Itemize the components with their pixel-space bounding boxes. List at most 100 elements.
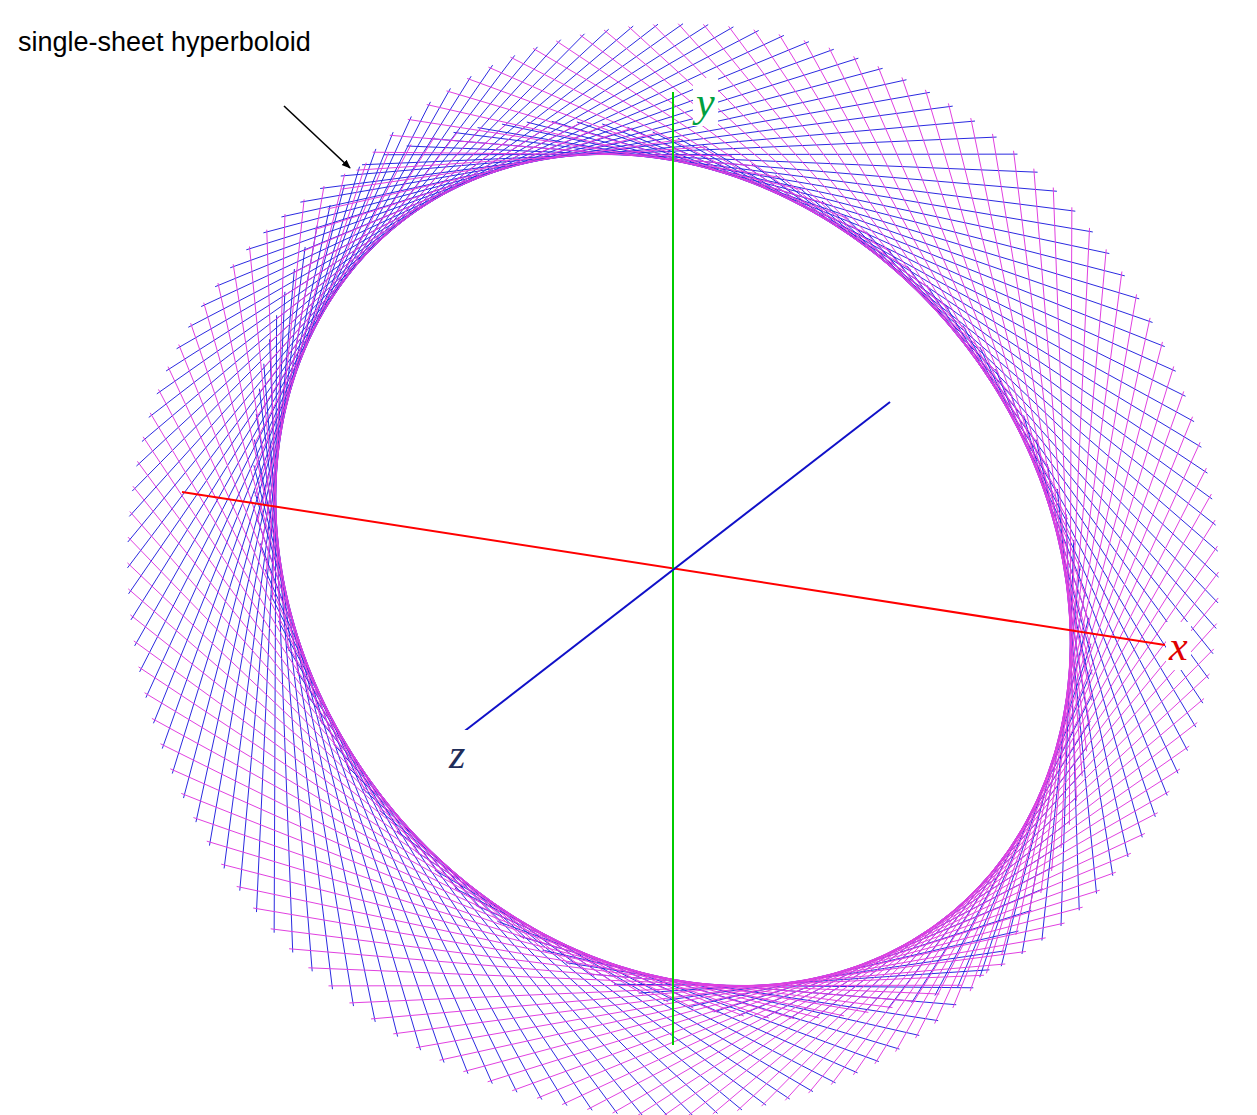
- ruling-line: [127, 55, 514, 568]
- ruling-line: [263, 127, 482, 369]
- ruling-line: [1014, 151, 1087, 752]
- ruling-line: [129, 65, 493, 594]
- ruling-line: [688, 723, 1197, 1115]
- ruling-line: [142, 26, 633, 441]
- ruling-line: [390, 135, 756, 166]
- ruling-line: [329, 985, 962, 987]
- ruling-line: [237, 886, 844, 1015]
- ruling-line: [948, 103, 1092, 674]
- ruling-line: [829, 48, 1075, 545]
- ruling-line: [678, 24, 1013, 397]
- ruling-line: [804, 40, 1068, 519]
- ruling-line: [254, 144, 411, 444]
- ruling-line: [127, 563, 524, 939]
- ruling-line: [255, 163, 366, 496]
- ruling-line: [604, 30, 966, 330]
- axis-label: y: [693, 78, 718, 126]
- ruling-line: [303, 124, 607, 251]
- ruling-line: [613, 791, 1170, 1113]
- ruling-line: [328, 133, 658, 209]
- ruling-line: [135, 88, 451, 645]
- ruling-line: [160, 744, 693, 1008]
- ruling-line: [207, 841, 794, 1019]
- ruling-line: [663, 746, 1189, 1115]
- ruling-line: [129, 40, 560, 517]
- ruling-line: [283, 121, 556, 296]
- axis-label: z: [446, 730, 468, 778]
- ruling-line: [221, 864, 819, 1018]
- ruling-line: [230, 49, 834, 267]
- ruling-line: [638, 769, 1180, 1115]
- ruling-line: [136, 29, 608, 466]
- ruling-line: [268, 124, 506, 344]
- ruling-line: [1053, 188, 1076, 801]
- ruling-line: [253, 908, 868, 1012]
- ruling-line: [172, 167, 359, 774]
- ruling-line: [218, 283, 310, 700]
- ruling-line: [170, 769, 718, 1013]
- ruling-line: [467, 78, 848, 218]
- ruling-line: [272, 214, 285, 600]
- ruling-line: [580, 35, 949, 309]
- ruling-line: [371, 964, 1005, 1019]
- ruling-line: [408, 119, 780, 177]
- ruling-line: [246, 58, 858, 250]
- ruling-line: [1069, 207, 1071, 824]
- ruling-line: [779, 34, 1059, 493]
- ruling-line: [263, 68, 882, 233]
- ruling-line: [1041, 272, 1122, 894]
- ruling-line: [537, 853, 1131, 1098]
- ruling-line: [992, 134, 1089, 726]
- ruling-line: [1052, 249, 1107, 871]
- ruling-line: [196, 205, 330, 822]
- ruling-line: [233, 264, 298, 676]
- leader-arrow: [284, 106, 350, 168]
- surface-label: single-sheet hyperboloid: [15, 27, 314, 58]
- ruling-line: [271, 929, 893, 1008]
- axis-label: x: [1166, 622, 1191, 670]
- ruling-line: [447, 91, 827, 204]
- ruling-line: [132, 34, 584, 491]
- ruling-line: [128, 47, 538, 542]
- ruling-line: [289, 949, 916, 1002]
- ruling-line: [703, 24, 1026, 420]
- ruling-line: [970, 391, 1184, 991]
- ruling-line: [157, 24, 683, 394]
- ruling-line: [729, 26, 1039, 444]
- ruling-line: [1061, 228, 1089, 848]
- ruling-line: [971, 118, 1092, 700]
- ruling-line: [986, 366, 1173, 973]
- ruling-line: [349, 975, 984, 1003]
- ruling-line: [628, 27, 982, 352]
- ruling-line: [653, 24, 998, 373]
- ruling-line: [177, 27, 734, 349]
- ruling-line: [357, 147, 708, 170]
- coordinate-axes: [182, 92, 1165, 1045]
- ruling-line: [533, 48, 911, 269]
- ruling-line: [463, 907, 1082, 1072]
- ruling-line: [162, 149, 376, 749]
- ruling-line: [1016, 318, 1150, 935]
- ruling-line: [488, 890, 1100, 1082]
- ruling-line: [854, 56, 1081, 570]
- ruling-line: [166, 25, 708, 371]
- ruling-line: [512, 872, 1116, 1090]
- ruling-line: [831, 572, 1218, 1085]
- ruling-line: [201, 35, 784, 306]
- ruling-line: [393, 951, 1026, 1033]
- ruling-line: [427, 105, 804, 190]
- ruling-line: [134, 641, 595, 976]
- ruling-line: [902, 77, 1089, 622]
- ruling-line: [275, 122, 531, 320]
- ruling-line: [754, 30, 1049, 469]
- ruling-line: [562, 833, 1145, 1104]
- ruling-line: [149, 24, 658, 417]
- ruling-line: [131, 76, 471, 620]
- ruling-line: [488, 67, 870, 235]
- ruling-line: [925, 90, 1091, 649]
- z-axis: [453, 402, 890, 740]
- ruled-surface: [127, 24, 1218, 1115]
- ruling-line: [261, 186, 324, 548]
